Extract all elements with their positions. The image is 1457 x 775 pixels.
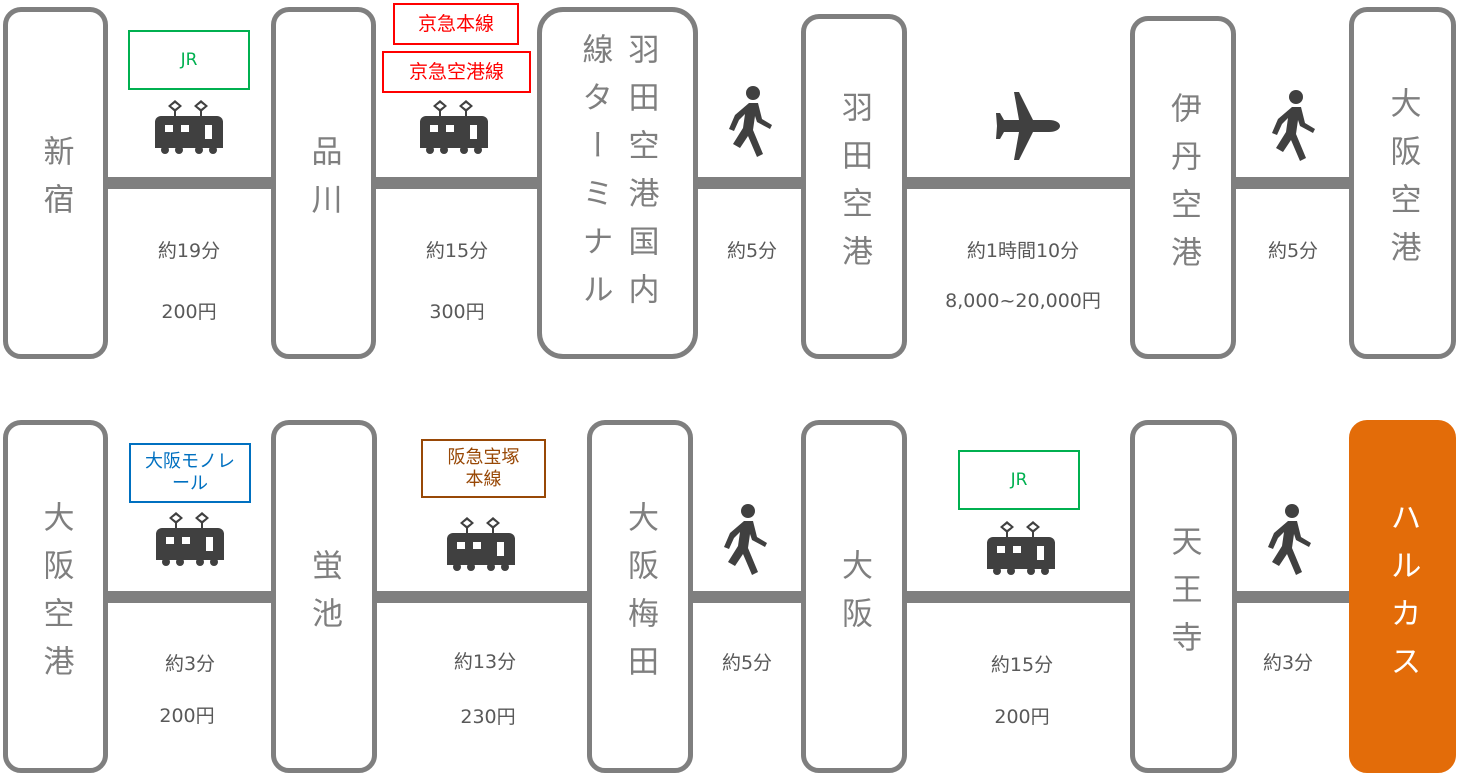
station-label: 大阪梅田 [622,500,658,693]
station-label: 大阪空港 [37,500,74,693]
line-label-keikyu-airport: 京急空港線 [382,51,531,93]
train-icon [445,515,517,575]
train-icon [985,519,1057,579]
segment-time: 約5分 [1267,240,1319,262]
station-label: 蛍池 [306,548,342,645]
station-shinagawa: 品川 [271,7,376,359]
station-label: 大阪空港 [1384,87,1421,279]
station-tennoji: 天王寺 [1130,420,1237,773]
segment-fare: 300円 [429,301,485,323]
route-line-row2 [100,591,1360,603]
line-label-jr: JR [958,450,1080,510]
plane-icon [990,90,1062,162]
walk-icon [727,86,777,158]
station-osaka-airport: 大阪空港 [1349,7,1456,359]
segment-time: 約15分 [990,654,1054,676]
segment-fare: 230円 [460,706,516,728]
train-icon [154,510,226,570]
segment-fare: 8,000~20,000円 [945,290,1101,312]
line-label-jr: JR [128,30,250,90]
station-osaka-umeda: 大阪梅田 [587,420,693,773]
station-label: 羽田空港国内線ターミナル [576,33,659,321]
line-label-keikyu-main: 京急本線 [393,3,519,45]
station-label: 伊丹空港 [1165,91,1201,284]
train-icon [418,98,490,158]
station-label: 新宿 [37,135,74,231]
station-label: ハルカス [1384,500,1421,693]
station-shinjuku: 新宿 [3,7,108,359]
train-icon [153,98,225,158]
walk-icon [722,504,772,576]
station-label: 品川 [305,135,342,231]
line-label-hankyu-takarazuka: 阪急宝塚本線 [421,439,546,498]
station-itami-airport: 伊丹空港 [1130,16,1236,359]
segment-fare: 200円 [159,705,215,727]
segment-time: 約15分 [425,240,489,262]
segment-time: 約5分 [726,240,778,262]
route-line-row1 [100,177,1360,189]
station-haneda-domestic-terminal: 羽田空港国内線ターミナル [537,7,698,359]
segment-time: 約3分 [164,653,216,675]
station-osaka: 大阪 [801,420,907,773]
walk-icon [1270,90,1320,162]
segment-fare: 200円 [994,706,1050,728]
station-label: 羽田空港 [836,90,872,283]
segment-time: 約13分 [453,651,517,673]
station-hotarugaike: 蛍池 [271,420,377,773]
station-haneda-airport: 羽田空港 [801,14,907,359]
station-osaka-airport: 大阪空港 [3,420,108,773]
station-harukas-destination: ハルカス [1349,420,1456,773]
station-label: 天王寺 [1165,524,1202,669]
line-label-osaka-monorail: 大阪モノレール [129,443,251,503]
segment-time: 約1時間10分 [966,240,1080,262]
segment-fare: 200円 [161,301,217,323]
segment-time: 約3分 [1262,652,1314,674]
segment-time: 約19分 [157,240,221,262]
walk-icon [1266,504,1316,576]
segment-time: 約5分 [721,652,773,674]
station-label: 大阪 [836,548,872,645]
